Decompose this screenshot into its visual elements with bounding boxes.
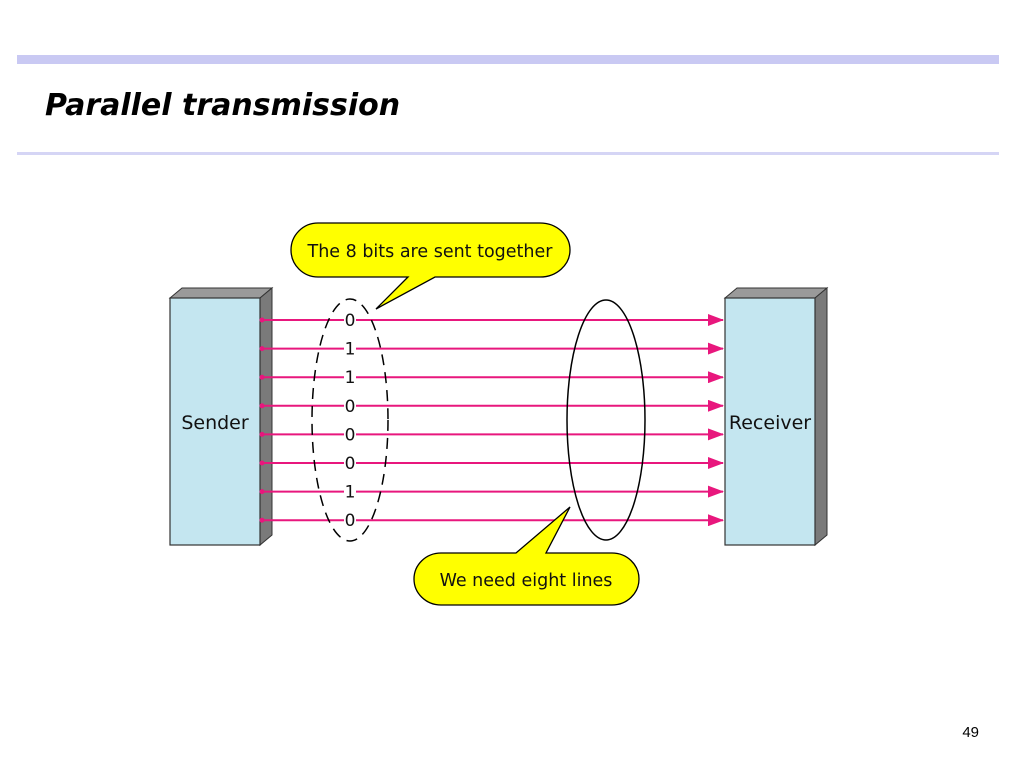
bit-label-backing	[344, 368, 356, 387]
callout-bottom: We need eight lines	[413, 506, 640, 606]
slide-title: Parallel transmission	[45, 88, 401, 123]
callout-top-bubble	[290, 222, 571, 310]
sender-box-front	[169, 297, 261, 546]
receiver-label: Receiver	[729, 412, 811, 434]
receiver-box-top	[723, 287, 829, 299]
bits-dashed-ellipse	[311, 298, 389, 542]
bit-label-backing	[344, 454, 356, 472]
bit-label-backing	[344, 339, 356, 358]
bit-label-backing	[344, 482, 356, 501]
lines-solid-ellipse	[566, 299, 646, 541]
callout-top: The 8 bits are sent together	[290, 222, 571, 310]
sender-box: Sender	[168, 286, 274, 547]
page-number: 49	[962, 724, 979, 741]
callout-bottom-bubble	[413, 506, 640, 606]
bit-label: 0	[345, 454, 356, 474]
bit-label: 0	[345, 425, 356, 445]
title-top-rule	[17, 55, 999, 64]
title-bottom-rule	[17, 152, 999, 155]
bit-label-backing	[344, 311, 356, 329]
bit-label: 0	[345, 311, 356, 331]
transmission-lines	[259, 314, 724, 527]
bit-label: 0	[345, 511, 356, 531]
bit-label: 1	[345, 340, 356, 360]
sender-label: Sender	[181, 412, 249, 434]
bit-label-backing	[344, 511, 356, 530]
bit-label: 0	[345, 397, 356, 417]
bit-label-backing	[344, 425, 356, 444]
bit-label: 1	[345, 368, 356, 388]
bit-label-backing	[344, 396, 356, 415]
bit-label: 1	[345, 483, 356, 503]
sender-box-top	[168, 287, 274, 299]
callout-top-text: The 8 bits are sent together	[307, 242, 554, 262]
receiver-box: Receiver	[723, 286, 829, 547]
receiver-box-side	[814, 286, 828, 547]
bit-labels: 0 1 1 0 0 0 1 0	[344, 311, 356, 531]
callout-bottom-text: We need eight lines	[440, 571, 613, 591]
sender-box-side	[259, 286, 273, 547]
receiver-box-front	[724, 297, 816, 546]
